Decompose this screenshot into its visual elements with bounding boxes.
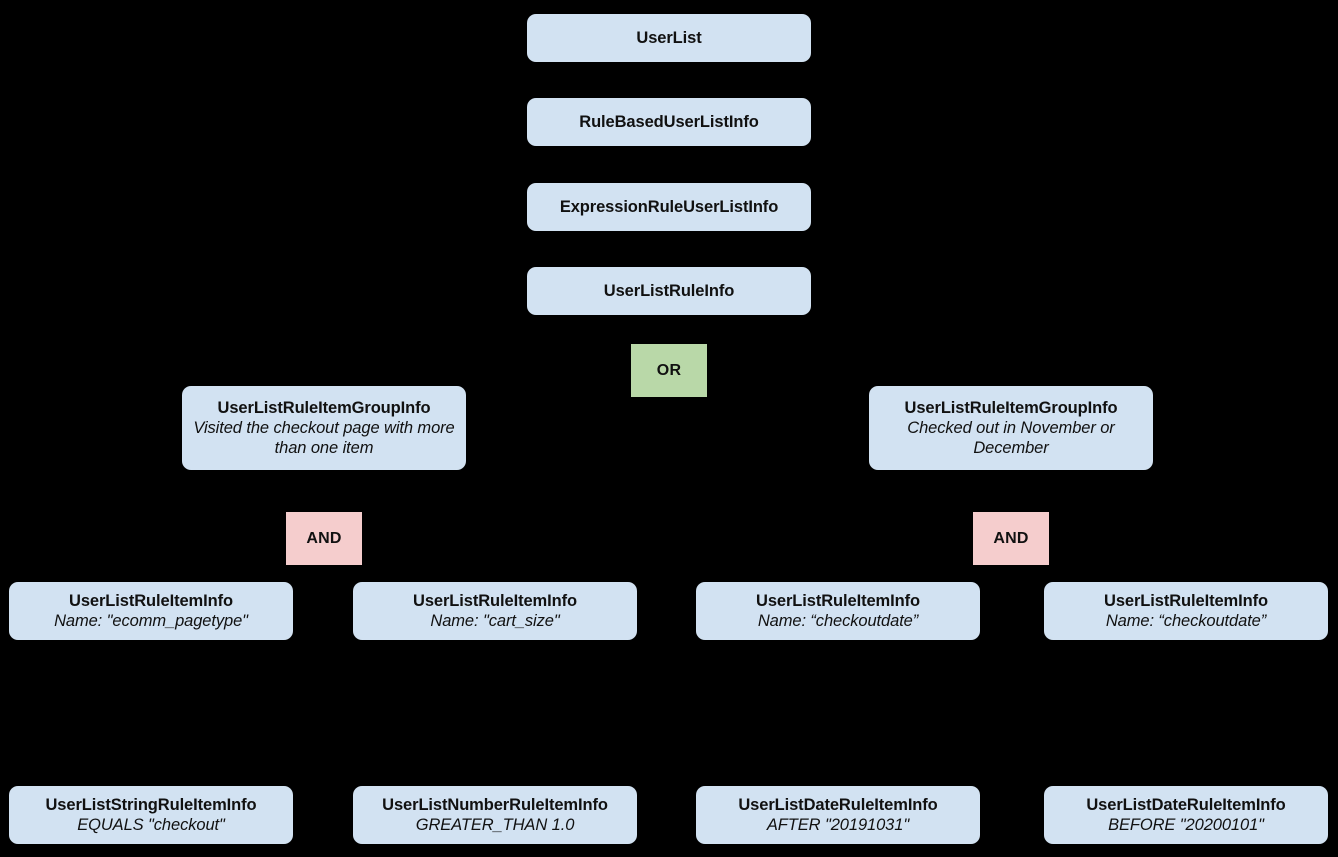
- operator-label: OR: [656, 361, 682, 379]
- node-title: RuleBasedUserListInfo: [579, 113, 759, 131]
- node-detail: EQUALS "checkout": [77, 816, 225, 834]
- node-title: UserListRuleItemInfo: [756, 592, 920, 610]
- node-rule-item-4[interactable]: UserListRuleItemInfo Name: “checkoutdate…: [1044, 582, 1328, 640]
- node-title: UserList: [636, 29, 702, 47]
- node-and-operator-left[interactable]: AND: [286, 512, 362, 565]
- node-user-list[interactable]: UserList: [527, 14, 811, 62]
- node-typed-rule-item-3[interactable]: UserListDateRuleItemInfo AFTER "20191031…: [696, 786, 980, 844]
- node-title: UserListDateRuleItemInfo: [1086, 796, 1286, 814]
- node-title: UserListRuleItemGroupInfo: [217, 399, 431, 417]
- node-rule-item-2[interactable]: UserListRuleItemInfo Name: "cart_size": [353, 582, 637, 640]
- edge-and-right-to-item3: [837, 564, 989, 583]
- node-detail: Name: "cart_size": [430, 612, 560, 630]
- node-typed-rule-item-1[interactable]: UserListStringRuleItemInfo EQUALS "check…: [9, 786, 293, 844]
- node-rule-based-user-list-info[interactable]: RuleBasedUserListInfo: [527, 98, 811, 146]
- node-typed-rule-item-4[interactable]: UserListDateRuleItemInfo BEFORE "2020010…: [1044, 786, 1328, 844]
- node-detail: Checked out in November or December: [907, 419, 1115, 457]
- node-and-operator-right[interactable]: AND: [973, 512, 1049, 565]
- node-or-operator[interactable]: OR: [631, 344, 707, 397]
- node-title: UserListStringRuleItemInfo: [45, 796, 257, 814]
- node-title: UserListRuleItemInfo: [69, 592, 233, 610]
- node-title: UserListDateRuleItemInfo: [738, 796, 938, 814]
- node-detail: Name: “checkoutdate”: [757, 612, 919, 630]
- edge-and-left-to-item2: [347, 564, 496, 583]
- node-rule-item-1[interactable]: UserListRuleItemInfo Name: "ecomm_pagety…: [9, 582, 293, 640]
- operator-label: AND: [306, 529, 342, 547]
- node-title: UserListRuleItemInfo: [1104, 592, 1268, 610]
- node-rule-item-3[interactable]: UserListRuleItemInfo Name: “checkoutdate…: [696, 582, 980, 640]
- operator-label: AND: [993, 529, 1029, 547]
- node-group-right[interactable]: UserListRuleItemGroupInfo Checked out in…: [869, 386, 1153, 470]
- node-title: UserListRuleItemGroupInfo: [904, 399, 1118, 417]
- node-typed-rule-item-2[interactable]: UserListNumberRuleItemInfo GREATER_THAN …: [353, 786, 637, 844]
- node-title: UserListRuleItemInfo: [413, 592, 577, 610]
- edge-and-right-to-item4: [1034, 564, 1187, 583]
- node-detail: Name: “checkoutdate”: [1105, 612, 1267, 630]
- node-expression-rule-user-list-info[interactable]: ExpressionRuleUserListInfo: [527, 183, 811, 231]
- node-user-list-rule-info[interactable]: UserListRuleInfo: [527, 267, 811, 315]
- node-detail: Visited the checkout page with more than…: [193, 419, 455, 457]
- node-group-left[interactable]: UserListRuleItemGroupInfo Visited the ch…: [182, 386, 466, 470]
- node-title: UserListNumberRuleItemInfo: [382, 796, 608, 814]
- node-detail: BEFORE "20200101": [1108, 816, 1264, 834]
- edge-and-left-to-item1: [150, 564, 301, 583]
- node-title: ExpressionRuleUserListInfo: [559, 198, 779, 216]
- node-detail: AFTER "20191031": [766, 816, 910, 834]
- node-title: UserListRuleInfo: [603, 282, 735, 300]
- node-detail: Name: "ecomm_pagetype": [54, 612, 248, 630]
- node-detail: GREATER_THAN 1.0: [415, 816, 575, 834]
